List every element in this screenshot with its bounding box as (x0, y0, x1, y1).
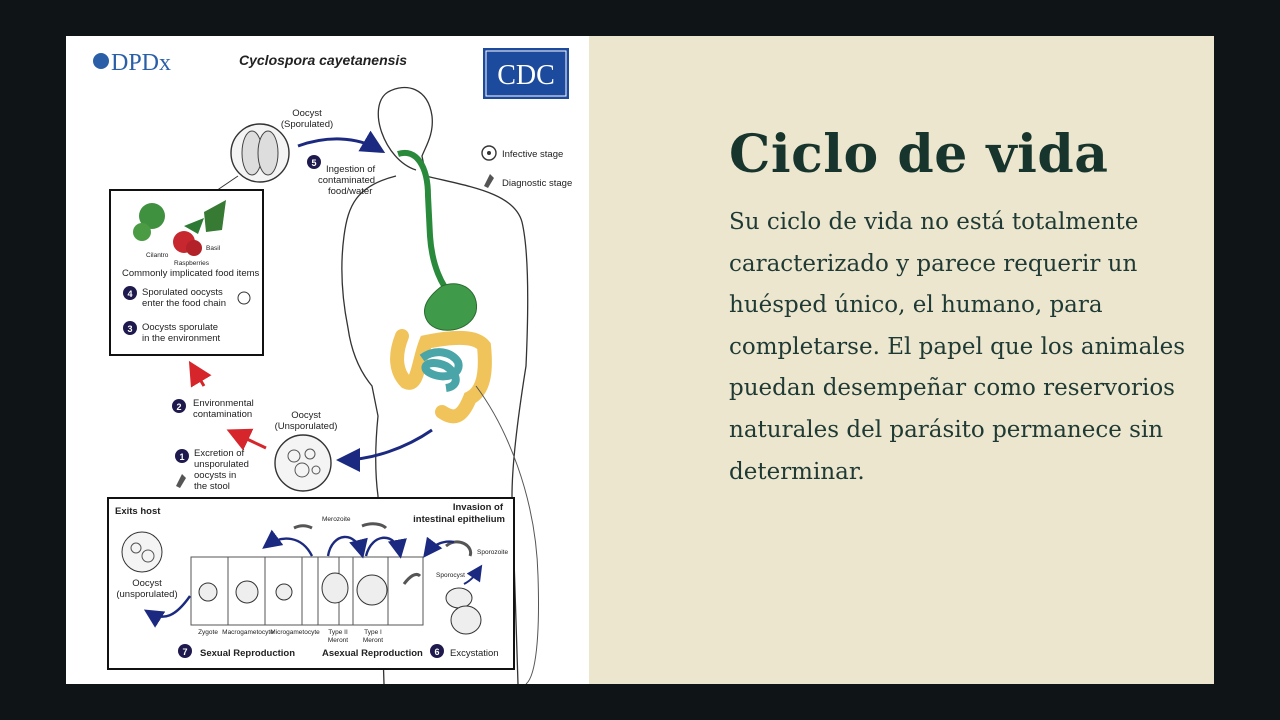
dpdx-logo-icon (93, 53, 109, 69)
svg-text:Raspberries: Raspberries (174, 260, 210, 267)
cilantro-image (139, 203, 165, 229)
legend: Infective stage Diagnostic stage (481, 145, 572, 189)
svg-text:food/water: food/water (328, 186, 372, 197)
microscope-icon (484, 174, 494, 188)
svg-text:Exits host: Exits host (115, 506, 161, 517)
svg-text:Ingestion of: Ingestion of (326, 164, 375, 175)
svg-text:Commonly implicated food items: Commonly implicated food items (122, 268, 260, 279)
oocyst-sporulated-label-2: (Sporulated) (281, 119, 333, 130)
svg-text:Merozoite: Merozoite (322, 516, 351, 523)
food-box: Cilantro Basil Raspberries Commonly impl… (109, 189, 264, 356)
cdc-logo-text: CDC (497, 60, 555, 91)
svg-text:Sporulated oocysts: Sporulated oocysts (142, 287, 223, 298)
svg-text:Excretion of: Excretion of (194, 448, 245, 459)
dpdx-logo: DPDx (93, 50, 171, 76)
svg-text:(unsporulated): (unsporulated) (116, 589, 177, 600)
step-1: 1 Excretion of unsporulated oocysts in t… (175, 448, 249, 492)
svg-text:Excystation: Excystation (450, 648, 499, 659)
svg-text:oocysts in: oocysts in (194, 470, 236, 481)
svg-text:6: 6 (434, 647, 439, 657)
cdc-logo: CDC (483, 48, 569, 99)
biohazard-icon-food (237, 291, 251, 305)
arrow-ingestion (297, 130, 386, 154)
svg-text:unsporulated: unsporulated (194, 459, 249, 470)
life-cycle-diagram: DPDx Cyclospora cayetanensis CDC Infecti (66, 36, 589, 684)
svg-text:Zygote: Zygote (198, 629, 218, 636)
svg-text:contaminated: contaminated (318, 175, 375, 186)
svg-text:Oocyst: Oocyst (132, 578, 162, 589)
svg-text:Macrogametocyte: Macrogametocyte (222, 629, 274, 636)
arrow-red-left (226, 428, 267, 451)
slide: DPDx Cyclospora cayetanensis CDC Infecti (66, 36, 1214, 684)
slide-body: Su ciclo de vida no está totalmente cara… (729, 209, 1186, 485)
oocyst-sporulated-label-1: Oocyst (292, 108, 322, 119)
figure-title: Cyclospora cayetanensis (239, 52, 407, 68)
microscope-icon-step1 (176, 474, 186, 488)
svg-text:enter the food chain: enter the food chain (142, 298, 226, 309)
arrow-red-up (188, 360, 212, 388)
svg-text:Basil: Basil (206, 245, 221, 252)
svg-text:2: 2 (176, 402, 181, 412)
stomach (424, 283, 478, 331)
svg-text:Sporocyst: Sporocyst (436, 572, 465, 579)
legend-diagnostic: Diagnostic stage (502, 178, 572, 189)
arrow-excretion (336, 428, 433, 472)
intestinal-box: Exits host Invasion of intestinal epithe… (107, 497, 515, 670)
dpdx-logo-text: DPDx (111, 50, 171, 76)
svg-text:4: 4 (127, 289, 132, 299)
svg-text:Microgametocyte: Microgametocyte (270, 629, 320, 636)
svg-text:Meront: Meront (328, 637, 348, 644)
svg-text:Oocysts sporulate: Oocysts sporulate (142, 322, 218, 333)
basil-image (204, 200, 226, 232)
svg-text:Invasion of: Invasion of (453, 502, 504, 513)
tube-line (475, 385, 539, 684)
legend-infective: Infective stage (502, 149, 563, 160)
svg-text:Oocyst: Oocyst (291, 410, 321, 421)
svg-text:the stool: the stool (194, 481, 230, 492)
svg-text:Sexual Reproduction: Sexual Reproduction (200, 648, 295, 659)
svg-text:Asexual Reproduction: Asexual Reproduction (322, 648, 423, 659)
svg-text:in the environment: in the environment (142, 333, 221, 344)
svg-text:Type II: Type II (328, 629, 348, 636)
step-5: 5 Ingestion of contaminated food/water (307, 155, 375, 197)
esophagus (397, 149, 455, 299)
svg-text:5: 5 (311, 158, 316, 168)
oocyst-sporulated: Oocyst (Sporulated) (230, 108, 333, 183)
step-2: 2 Environmental contamination (172, 398, 254, 420)
life-cycle-svg: DPDx Cyclospora cayetanensis CDC Infecti (93, 48, 572, 684)
svg-text:Cilantro: Cilantro (146, 252, 169, 259)
biohazard-icon (481, 145, 497, 161)
svg-text:(Unsporulated): (Unsporulated) (275, 421, 338, 432)
svg-text:Environmental: Environmental (193, 398, 254, 409)
svg-text:contamination: contamination (193, 409, 252, 420)
svg-text:Type I: Type I (364, 629, 382, 636)
svg-text:Sporozoite: Sporozoite (477, 549, 508, 556)
svg-text:intestinal epithelium: intestinal epithelium (413, 514, 505, 525)
svg-text:Meront: Meront (363, 637, 383, 644)
human-body-outline (341, 86, 529, 684)
oocyst-unsporulated: Oocyst (Unsporulated) (274, 410, 338, 492)
slide-title: Ciclo de vida (729, 124, 1109, 185)
svg-text:3: 3 (127, 324, 132, 334)
large-intestine (390, 329, 492, 424)
svg-text:7: 7 (182, 647, 187, 657)
svg-text:1: 1 (179, 452, 184, 462)
small-intestine (419, 348, 463, 392)
